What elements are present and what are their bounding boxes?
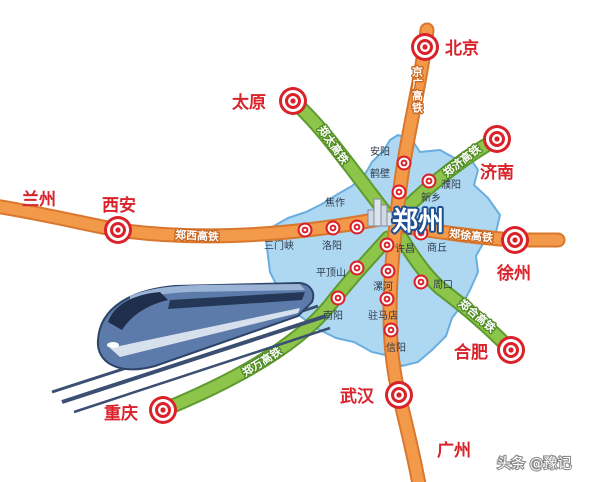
watermark-text: 头条 @豫记 [497, 455, 571, 472]
jinan-target-icon [483, 125, 511, 153]
city-label-guangzhou: 广州 [437, 440, 471, 461]
city-label-luohe: 漯河 [373, 281, 393, 293]
city-label-jinan: 济南 [480, 162, 514, 183]
hebi-target-icon [391, 184, 407, 200]
hefei-target-icon [497, 336, 525, 364]
train-roof-highlight [130, 284, 305, 300]
train-windshield [108, 292, 168, 330]
city-label-hefei: 合肥 [454, 342, 488, 363]
city-label-xinxiang: 新乡 [421, 191, 441, 204]
xinyang-target-icon [383, 322, 399, 338]
building-icon-tower-4 [386, 211, 393, 227]
city-label-anyang: 安阳 [370, 145, 390, 158]
city-label-puyang: 濮阳 [441, 178, 461, 191]
city-label-lanzhou: 兰州 [22, 189, 56, 210]
city-label-wuhan: 武汉 [340, 386, 375, 407]
xian-target-icon [104, 216, 132, 244]
building-icon-tower-1 [367, 209, 375, 227]
city-label-chongqing: 重庆 [104, 403, 138, 424]
rail-label-zhengxi: 郑西高铁 [175, 227, 220, 243]
city-label-luoyang: 洛阳 [322, 239, 342, 252]
rail-label-zhengxu: 郑徐高铁 [448, 226, 493, 245]
city-label-xuchang: 许昌 [395, 243, 415, 255]
wuhan-target-icon [385, 381, 413, 409]
hub-city-label: 郑州 [392, 207, 444, 237]
rail-label-jingguang: 京广高铁 [411, 65, 424, 114]
luoyang-target-icon [325, 220, 341, 236]
chongqing-target-icon [149, 396, 177, 424]
pingdingshan-target-icon [349, 260, 365, 276]
city-label-xinyang: 信阳 [386, 342, 406, 354]
rail-line-zhenghe [390, 224, 519, 358]
building-icon-tower-2 [373, 198, 382, 227]
city-label-xian: 西安 [102, 195, 136, 216]
rail-label-zhengtai: 郑太高铁 [315, 123, 352, 167]
city-label-sanmenxia: 三门峡 [264, 239, 294, 252]
rail-line-zhenghe-fill [392, 226, 517, 356]
puyang-target-icon [421, 173, 437, 189]
city-label-pingdingshan: 平顶山 [316, 267, 346, 279]
city-label-shangqiu: 商丘 [427, 241, 447, 254]
luohe-target-icon [380, 263, 396, 279]
train-headlight [107, 342, 119, 348]
sanmenxia-target-icon [297, 222, 313, 238]
train-track-rail-2 [61, 314, 327, 404]
city-label-hebi: 鹤壁 [370, 167, 390, 180]
city-label-zhumadian: 驻马店 [368, 309, 398, 322]
train-window-band [168, 292, 305, 309]
city-label-xuzhou: 徐州 [496, 263, 531, 284]
building-icon-tower-3 [380, 204, 388, 227]
city-label-jiaozuo: 焦作 [325, 196, 345, 209]
beijing-target-icon [411, 33, 439, 61]
city-label-zhoukou: 周口 [433, 279, 453, 291]
taiyuan-target-icon [279, 87, 307, 115]
city-label-beijing: 北京 [445, 38, 479, 59]
building-icon [367, 198, 393, 227]
zhumadian-target-icon [379, 291, 395, 307]
nanyang-target-icon [330, 290, 346, 306]
city-label-nanyang: 南阳 [323, 309, 343, 322]
high-speed-train-icon [51, 281, 331, 414]
train-track-rail-3 [73, 326, 331, 414]
xuzhou-target-icon [501, 226, 529, 254]
zhoukou-target-icon [413, 274, 429, 290]
jiaozuo-target-icon [349, 219, 365, 235]
train-side-stripe [110, 308, 300, 357]
city-label-taiyuan: 太原 [232, 92, 266, 113]
xuchang-target-icon [379, 237, 395, 253]
anyang-target-icon [396, 155, 412, 171]
rail-label-zhenghe: 郑合高铁 [456, 296, 499, 335]
